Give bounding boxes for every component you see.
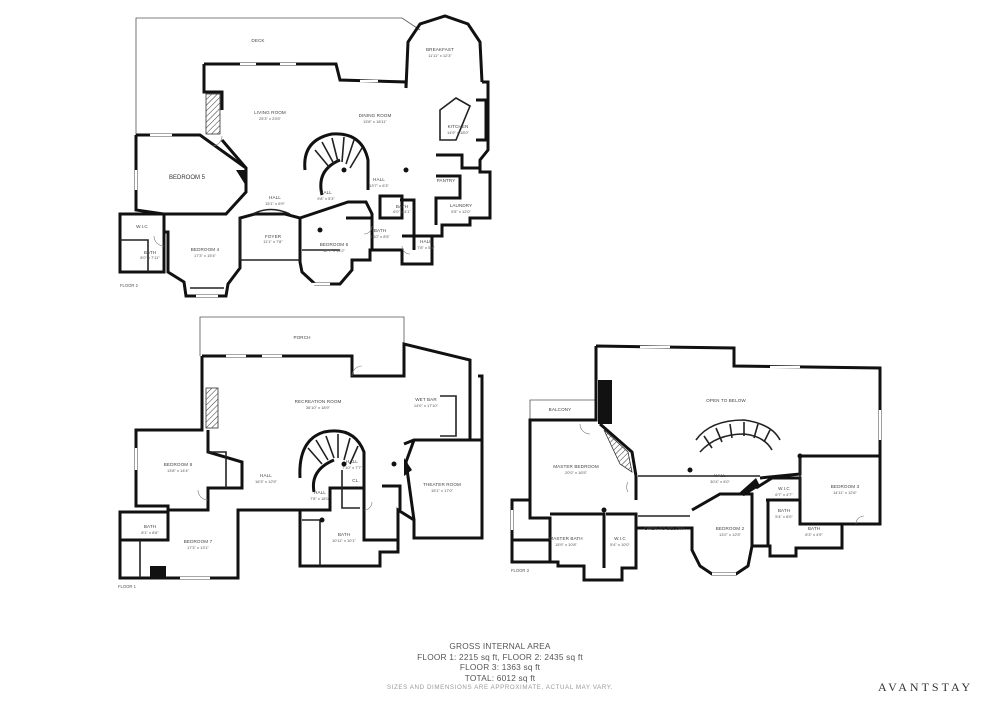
deck-label: DECK [251,38,265,43]
balcony-outline [529,399,596,420]
floor-2-label: FLOOR 2 [120,283,139,288]
bath-dim: 8'3" x 4'9" [805,532,823,537]
theater-room-dim: 15'1" x 17'0" [431,488,454,493]
bedroom-3-dim: 14'11" x 12'6" [833,490,857,495]
wet-bar-dim: 14'0" x 17'10" [414,403,439,408]
bath-label: BATH [144,524,156,529]
hall-dim: 15'1" x 6'9" [265,201,285,206]
recreation-room-dim: 36'10" x 18'9" [306,405,331,410]
hall-label: HALL [260,473,272,478]
hall-dim: 7'8" x 5'4" [417,245,435,250]
living-room-label: LIVING ROOM [254,110,286,115]
master-bedroom-label: MASTER BEDROOM [553,464,599,469]
hall-dim: 7'10" x 7'7" [342,465,362,470]
floor-1-plan: PORCH RECREATION ROOM 36'10" x 18'9" WET… [118,316,484,589]
bedroom-6-dim: 12'7" x 14'2" [323,248,346,253]
wic-label: W.I.C [778,486,790,491]
floor-2-plan: DECK BREAKFAST 11'11" x 12'3" LIVING ROO… [118,14,492,298]
open-to-below-label: OPEN TO BELOW [644,526,684,531]
bedroom-7-dim: 17'3" x 13'1" [187,545,210,550]
brand-logo: AVANTSTAY [878,680,974,694]
summary-disclaimer: SIZES AND DIMENSIONS ARE APPROXIMATE, AC… [386,684,614,692]
bath-label: BATH [374,228,386,233]
floor-2-stair [303,132,370,196]
pantry-label: PANTRY [437,178,456,183]
bedroom-6-label: BEDROOM 6 [320,242,349,247]
hall-label: HALL [714,473,726,478]
bath-label: BATH [778,508,790,513]
bath-dim: 8'1" x 8'6" [141,530,159,535]
master-bath-label: MASTER BATH [549,536,582,541]
wet-bar-label: WET BAR [415,397,437,402]
living-room-dim: 25'3" x 23'5" [259,116,282,121]
bath-dim: 5'10" x 8'5" [370,234,390,239]
bath-label: BATH [808,526,820,531]
foyer-label: FOYER [265,234,282,239]
floor-1-stair [298,429,366,493]
porch-outline [199,316,405,356]
bath-dim: 6'0" x 4'1" [393,209,411,214]
floor-1-exterior-wall [118,342,484,580]
summary-title: GROSS INTERNAL AREA [449,641,551,651]
dining-room-label: DINING ROOM [359,113,392,118]
wic-label: W.I.C [136,224,148,229]
kitchen-dim: 14'9" x 18'0" [447,130,470,135]
floor-1-label: FLOOR 1 [118,584,137,589]
theater-room-label: THEATER ROOM [423,482,461,487]
breakfast-bay-wall [404,14,484,89]
bath-label: BATH [396,204,408,209]
master-bath-dim: 15'9" x 10'8" [555,542,578,547]
breakfast-dim: 11'11" x 12'3" [428,53,452,58]
bedroom-5-label: BEDROOM 5 [169,175,206,181]
wic-dim: 6'7" x 4'7" [775,492,793,497]
hall-dim: 7'8" x 18'0" [310,496,330,501]
hall-dim: 16'3" x 12'5" [255,479,278,484]
bath-label: BATH [338,532,350,537]
summary-floor-3: FLOOR 3: 1363 sq ft [459,662,541,673]
closet-label: CL. [352,478,359,483]
bedroom-7-label: BEDROOM 7 [184,539,213,544]
wic-dim: 5'4" x 10'0" [610,542,630,547]
porch-label: PORCH [293,335,310,340]
area-summary: GROSS INTERNAL AREA FLOOR 1: 2215 sq ft,… [350,641,650,694]
summary-total: TOTAL: 6012 sq ft [464,672,536,683]
master-bedroom-dim: 20'0" x 16'5" [565,470,588,475]
dining-room-dim: 13'8" x 18'11" [363,119,387,124]
laundry-dim: 9'5" x 12'0" [451,209,471,214]
hall-dim: 13'7" x 6'3" [369,183,389,188]
bedroom-4-dim: 17'3" x 15'4" [194,253,217,258]
bedroom-8-dim: 13'8" x 14'4" [167,468,190,473]
open-to-below-label: OPEN TO BELOW [706,398,746,403]
hall-dim: 9'8" x 5'3" [317,196,335,201]
recreation-room-label: RECREATION ROOM [295,399,342,404]
floor-3-exterior-wall [510,344,882,582]
balcony-label: BALCONY [549,407,572,412]
hall-label: HALL [314,490,326,495]
bedroom-8-label: BEDROOM 8 [164,462,193,467]
summary-floors-1-2: FLOOR 1: 2215 sq ft, FLOOR 2: 2435 sq ft [417,651,583,662]
hall-label: HALL [269,195,281,200]
kitchen-label: KITCHEN [448,124,469,129]
bath-dim: 10'11" x 10'1" [332,538,356,543]
floor-3-plan: BALCONY OPEN TO BELOW OPEN TO BELOW MAST… [510,344,882,582]
bedroom-4-label: BEDROOM 4 [191,247,220,252]
hall-label: HALL [320,190,332,195]
bedroom-2-dim: 13'2" x 12'5" [719,532,742,537]
breakfast-label: BREAKFAST [426,47,454,52]
foyer-dim: 11'1" x 7'8" [263,239,283,244]
floor-3-label: FLOOR 3 [511,568,530,573]
hall-dim: 30'4" x 6'0" [710,479,730,484]
bath-label: BATH [144,250,156,255]
bedroom-2-label: BEDROOM 2 [716,526,745,531]
bath-dim: 5'4" x 8'0" [775,514,793,519]
wic-label: W.I.C [614,536,626,541]
bedroom-3-label: BEDROOM 3 [831,484,860,489]
laundry-label: LAUNDRY [450,203,473,208]
bath-dim: 8'0" x 7'11" [140,255,160,260]
deck-outline [135,17,421,135]
hall-label: HALL [373,177,385,182]
hall-label: HALL [420,239,432,244]
hall-label: HALL [346,459,358,464]
